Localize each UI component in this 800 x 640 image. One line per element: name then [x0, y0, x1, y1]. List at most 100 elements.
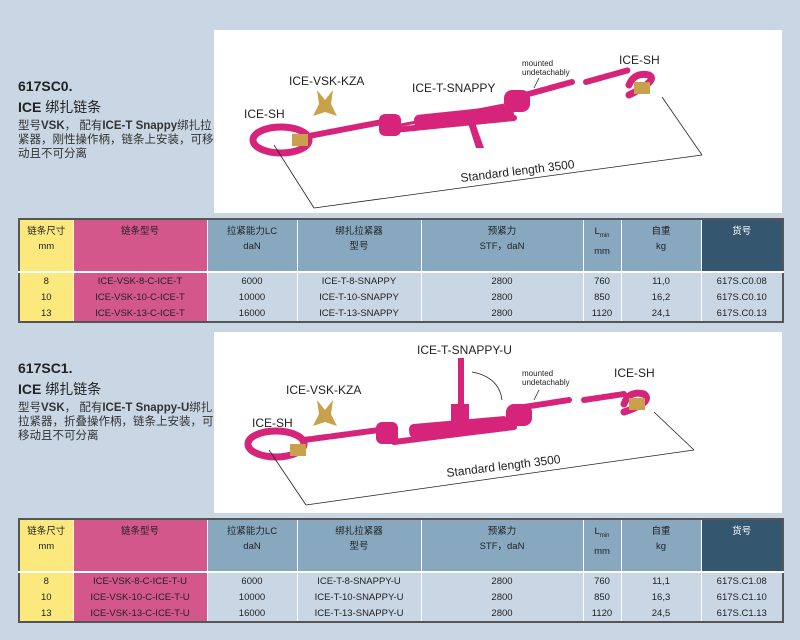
label-tensioner: ICE-T-SNAPPY	[412, 81, 495, 95]
cell-tensioner-model: ICE-T-10-SNAPPY-U	[297, 589, 422, 605]
cell-pretension: 2800	[421, 589, 584, 605]
header-label: 绑扎拉紧器	[335, 526, 383, 537]
header-weight: 自重 kg	[621, 519, 702, 573]
dimension-extension	[268, 449, 307, 506]
label-hook-right: ICE-SH	[619, 53, 660, 67]
header-label: 预紧力	[487, 226, 517, 237]
label-hook-left: ICE-SH	[252, 416, 293, 430]
desc-bold: ICE-T Snappy	[102, 120, 178, 132]
dimension-line	[305, 449, 695, 506]
cell-weight: 16,3	[621, 589, 702, 605]
header-unit: mm	[594, 545, 610, 557]
cell-lashing-capacity: 16000	[207, 305, 298, 322]
title-bold: ICE	[18, 381, 42, 397]
coupling-link	[379, 114, 401, 136]
cell-weight: 11,0	[621, 272, 702, 289]
header-label: 拉紧能力LC	[226, 526, 278, 537]
coupling-link	[504, 90, 530, 112]
tensioner-body	[408, 416, 510, 438]
desc-bold: VSK	[41, 402, 65, 414]
cell-lashing-capacity: 6000	[207, 272, 298, 289]
label-marker: ICE-VSK-KZA	[286, 383, 361, 397]
desc-bold: ICE-T Snappy-U	[102, 402, 190, 414]
cell-pretension: 2800	[421, 272, 584, 289]
dimension-line	[313, 154, 703, 209]
cell-article-number: 617S.C0.13	[701, 305, 784, 322]
header-label: 自重	[651, 526, 671, 537]
cell-chain-model: ICE-VSK-8-C-ICE-T-U	[73, 572, 208, 589]
tensioner-handle	[467, 120, 484, 148]
hook-latch-icon	[292, 134, 308, 146]
cell-article-number: 617S.C1.13	[701, 605, 784, 622]
cell-chain-model: ICE-VSK-10-C-ICE-T-U	[73, 589, 208, 605]
label-tensioner: ICE-T-SNAPPY-U	[417, 343, 512, 357]
label-hook-right: ICE-SH	[614, 366, 655, 380]
product-code: 617SC1.	[18, 360, 73, 376]
product-description: 型号VSK， 配有ICE-T Snappy-U绑扎拉紧器，折叠操作柄，链条上安装…	[18, 401, 218, 443]
header-chain-model: 链条型号	[73, 519, 208, 573]
cell-chain-size: 8	[19, 272, 74, 289]
header-label: 货号	[732, 226, 752, 237]
header-unit: STF，daN	[479, 241, 525, 252]
dimension-extension	[653, 411, 695, 451]
label-standard-length: Standard length 3500	[446, 452, 562, 480]
header-lashing-capacity: 拉紧能力LC daN	[207, 519, 298, 573]
header-tensioner-model: 绑扎拉紧器型号	[297, 519, 422, 573]
hook-left-icon	[249, 123, 313, 157]
marker-tag-icon	[313, 90, 337, 116]
chain-segment	[301, 427, 382, 443]
chain-drawing: ICE-SH ICE-VSK-KZA ICE-T-SNAPPY mounted …	[244, 53, 703, 209]
cell-chain-model: ICE-VSK-8-C-ICE-T	[73, 272, 208, 289]
title-bold: ICE	[18, 99, 42, 115]
header-label: 链条型号	[120, 526, 159, 537]
header-unit: kg	[655, 241, 667, 252]
desc-bold: VSK	[41, 120, 65, 132]
coupling-link	[506, 404, 532, 426]
fold-arrow-icon	[471, 371, 503, 401]
chain-illustration-617sc0: ICE-SH ICE-VSK-KZA ICE-T-SNAPPY mounted …	[214, 30, 782, 213]
cell-length-min: 760	[583, 272, 622, 289]
desc-mid: ， 配有	[64, 402, 103, 414]
cell-lashing-capacity: 10000	[207, 289, 298, 305]
tensioner-body	[414, 105, 514, 129]
dimension-extension	[661, 96, 703, 156]
header-label: 链条型号	[120, 226, 159, 237]
cell-chain-model: ICE-VSK-10-C-ICE-T	[73, 289, 208, 305]
header-unit: kg	[655, 541, 667, 552]
desc-prefix: 型号	[18, 120, 41, 132]
cell-article-number: 617S.C1.08	[701, 572, 784, 589]
cell-tensioner-model: ICE-T-8-SNAPPY	[297, 272, 422, 289]
label-marker: ICE-VSK-KZA	[289, 74, 364, 88]
header-unit: 型号	[349, 541, 369, 552]
header-unit: mm	[38, 541, 55, 552]
header-subscript: min	[599, 532, 610, 539]
cell-length-min: 850	[583, 289, 622, 305]
marker-tag-icon	[313, 400, 337, 426]
cell-lashing-capacity: 16000	[207, 605, 298, 622]
cell-pretension: 2800	[421, 605, 584, 622]
label-note-line2: undetachably	[522, 378, 570, 387]
cell-chain-size: 13	[19, 605, 74, 622]
header-unit: daN	[243, 541, 261, 552]
cell-article-number: 617S.C0.10	[701, 289, 784, 305]
chain-segment	[306, 119, 385, 139]
hook-latch-icon	[629, 398, 645, 410]
note-arrow	[533, 77, 540, 89]
header-article-number: 货号	[701, 519, 784, 573]
header-label: 货号	[732, 526, 752, 537]
cell-tensioner-model: ICE-T-13-SNAPPY	[297, 305, 422, 322]
product-title: ICE 绑扎链条	[18, 379, 218, 399]
